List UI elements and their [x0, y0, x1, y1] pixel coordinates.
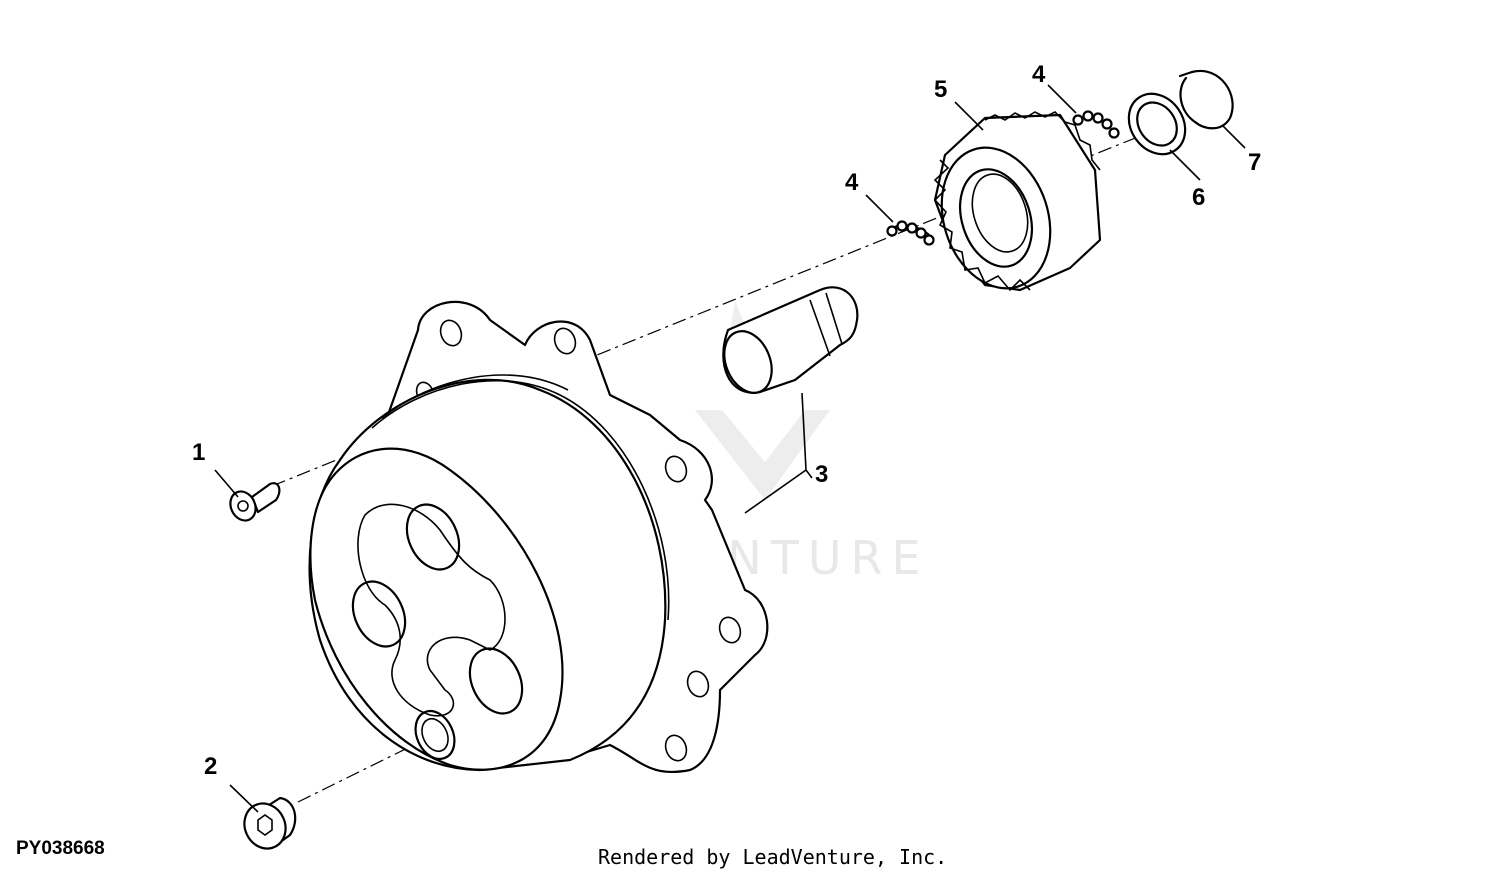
callout-5: 5 — [934, 76, 947, 103]
part-7-snap-ring — [1178, 69, 1234, 130]
figure-id: PY038668 — [16, 838, 105, 859]
pump-housing — [308, 300, 769, 774]
callout-4-right: 4 — [1032, 61, 1046, 88]
callout-6: 6 — [1192, 184, 1205, 211]
callout-4-left: 4 — [845, 169, 859, 196]
credit-text: Rendered by LeadVenture, Inc. — [598, 845, 947, 869]
callout-2: 2 — [204, 753, 217, 780]
part-6-washer — [1127, 92, 1187, 156]
part-2-plug — [243, 796, 297, 850]
axis-lines — [271, 127, 1161, 803]
leader-lines — [214, 84, 1246, 813]
part-1-screw — [229, 482, 281, 522]
part-4-pin-left — [886, 220, 935, 246]
part-4-pin-right — [1072, 110, 1120, 139]
callout-3: 3 — [815, 461, 828, 488]
part-5-gear — [933, 111, 1102, 292]
callout-7: 7 — [1248, 149, 1261, 176]
part-3-shaft — [722, 286, 859, 394]
callout-1: 1 — [192, 439, 205, 466]
